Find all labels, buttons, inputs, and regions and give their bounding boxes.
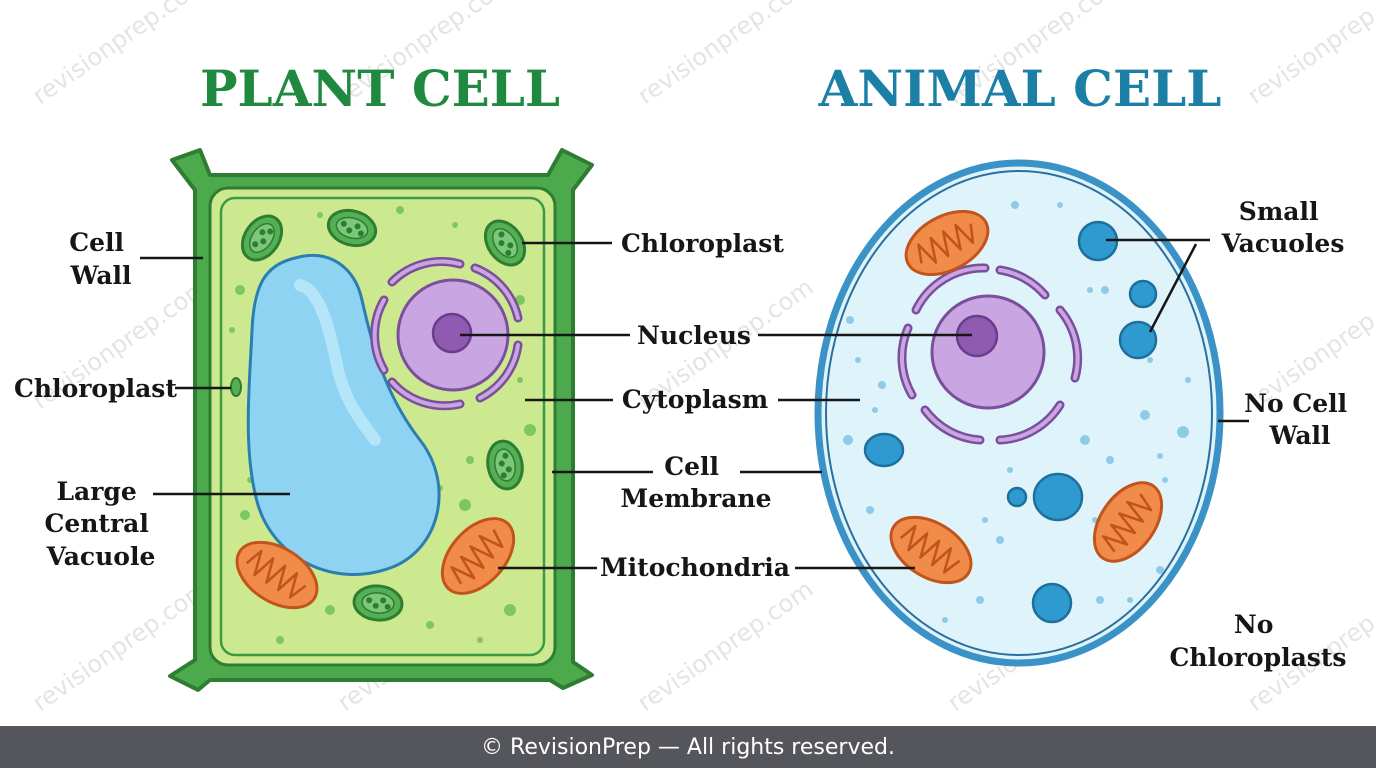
plant-nucleolus — [431, 312, 473, 354]
animal-cytoplasm-dots — [843, 201, 1191, 623]
animal-cell — [814, 159, 1224, 667]
copyright-text: © RevisionPrep — All rights reserved. — [481, 734, 895, 760]
cytoplasm-dots — [229, 206, 536, 644]
watermark-text: revisionprep.com — [1242, 0, 1376, 110]
plant-labels: Cell Wall Chloroplast Large Central Vacu… — [14, 228, 177, 571]
label-cell-membrane: Cell Membrane — [621, 452, 772, 513]
label-chloroplast-left: Chloroplast — [14, 374, 177, 403]
animal-labels: Small Vacuoles No Cell Wall No Chloropla… — [1170, 197, 1356, 672]
watermark-text: revisionprep.com — [27, 575, 213, 717]
copyright-footer: © RevisionPrep — All rights reserved. — [0, 726, 1376, 768]
diagram-canvas: revisionprep.com revisionprep.com revisi… — [14, 0, 1376, 717]
label-chloroplast: Chloroplast — [621, 229, 784, 258]
watermark-text: revisionprep.com — [632, 575, 818, 717]
label-no-cell-wall: No Cell Wall — [1244, 389, 1356, 450]
animal-cell-title: ANIMAL CELL — [818, 59, 1222, 118]
label-cytoplasm: Cytoplasm — [622, 385, 768, 414]
label-large-central-vacuole: Large Central Vacuole — [44, 477, 157, 571]
label-small-vacuoles: Small Vacuoles — [1221, 197, 1345, 258]
plant-cell — [168, 148, 594, 692]
shared-labels: Chloroplast Nucleus Cytoplasm Cell Membr… — [600, 229, 790, 582]
label-no-chloroplasts: No Chloroplasts — [1170, 610, 1347, 672]
large-central-vacuole — [246, 253, 441, 576]
plant-cell-title: PLANT CELL — [200, 59, 560, 118]
watermark-text: revisionprep.com — [632, 0, 818, 110]
watermark-text: revisionprep.com — [27, 0, 213, 110]
animal-cell-membrane — [814, 159, 1224, 667]
label-nucleus: Nucleus — [637, 321, 751, 350]
label-cell-wall: Cell Wall — [69, 228, 133, 290]
chloroplast-small — [230, 377, 242, 397]
leader-lines — [140, 238, 1249, 570]
label-mitochondria: Mitochondria — [600, 553, 790, 582]
